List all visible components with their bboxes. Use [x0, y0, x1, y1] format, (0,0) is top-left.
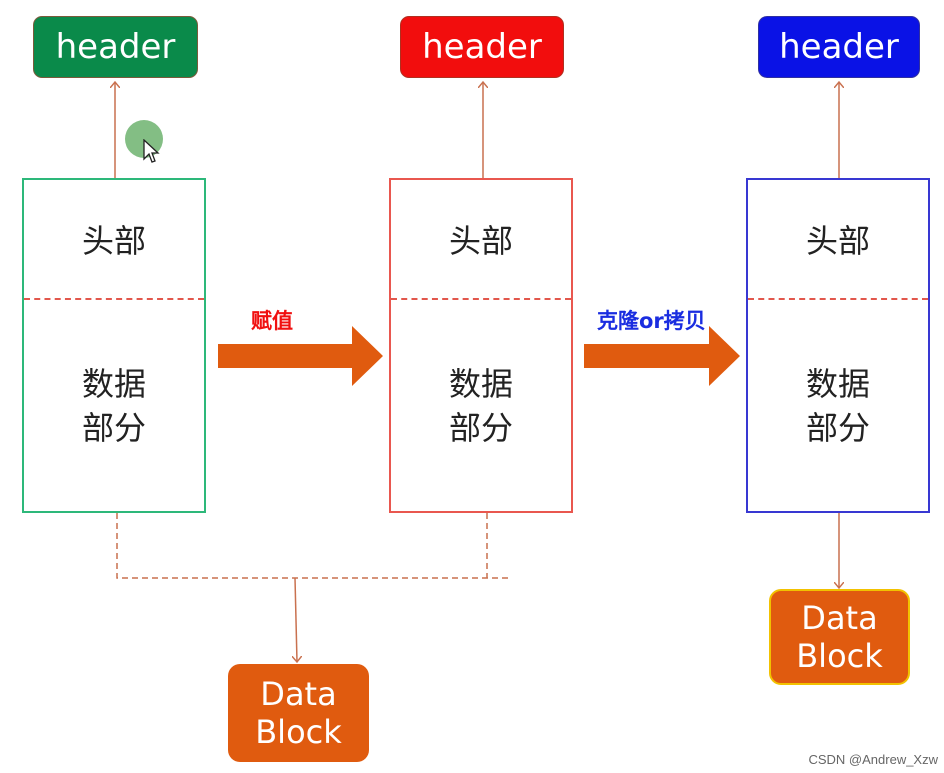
- data-section: 数据 部分: [24, 300, 204, 511]
- data-block-line2: Block: [796, 637, 883, 675]
- data-block-line1: Data: [260, 675, 337, 713]
- data-section-line1: 数据: [805, 364, 870, 403]
- data-section: 数据 部分: [748, 300, 928, 511]
- data-section-line1: 数据: [448, 364, 513, 403]
- head-section-label: 头部: [81, 222, 146, 260]
- object-block-cloned: 头部 数据 部分: [746, 178, 930, 513]
- section-divider: [391, 298, 571, 300]
- data-section-line1: 数据: [81, 364, 146, 403]
- header-box-red: header: [400, 16, 564, 78]
- data-block-line1: Data: [801, 599, 878, 637]
- shared-data-block: Data Block: [228, 664, 369, 762]
- section-divider: [748, 298, 928, 300]
- clone-label: 克隆or拷贝: [597, 309, 706, 333]
- link-shared-block: [295, 577, 297, 662]
- data-section-line2: 部分: [81, 408, 146, 447]
- header-box-green: header: [33, 16, 198, 78]
- assign-arrow: [218, 326, 383, 386]
- assign-label: 赋值: [251, 309, 293, 333]
- object-block-assigned: 头部 数据 部分: [389, 178, 573, 513]
- mouse-cursor-icon: [143, 139, 160, 163]
- object-block-original: 头部 数据 部分: [22, 178, 206, 513]
- shared-ref-dashed: [116, 513, 510, 579]
- data-block-line2: Block: [255, 713, 342, 751]
- head-section-label: 头部: [805, 222, 870, 260]
- clone-arrow: [584, 326, 740, 386]
- data-section-line2: 部分: [805, 408, 870, 447]
- own-data-block: Data Block: [769, 589, 910, 685]
- header-box-blue: header: [758, 16, 920, 78]
- data-section: 数据 部分: [391, 300, 571, 511]
- data-section-line2: 部分: [448, 408, 513, 447]
- section-divider: [24, 298, 204, 300]
- head-section-label: 头部: [448, 222, 513, 260]
- watermark: CSDN @Andrew_Xzw: [808, 752, 938, 767]
